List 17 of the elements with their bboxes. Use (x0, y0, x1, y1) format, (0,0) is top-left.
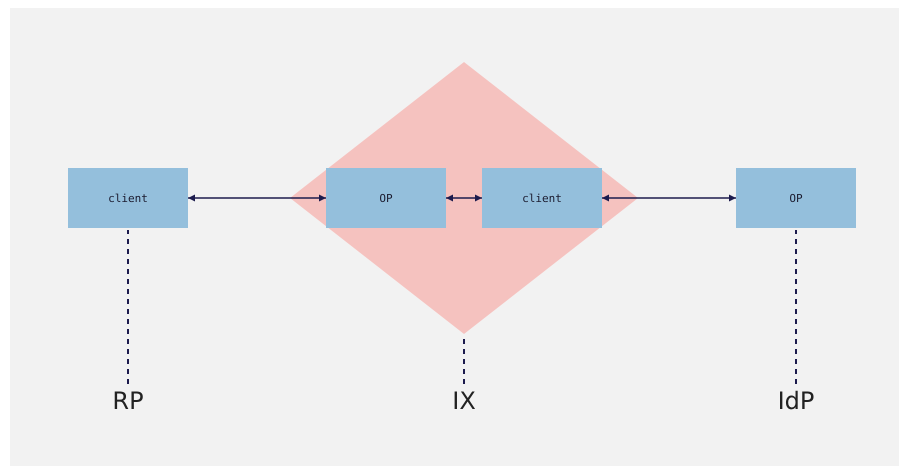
component-name: client (522, 192, 562, 204)
component-box (482, 168, 602, 228)
double-arrow (188, 194, 326, 202)
leader-line (795, 230, 797, 384)
tier-label: IdP (766, 386, 826, 416)
leader-line (127, 230, 129, 384)
component-box (736, 168, 856, 228)
tier-label: IX (434, 386, 494, 416)
component-box (68, 168, 188, 228)
component-name: OP (379, 192, 393, 204)
component-name: OP (789, 192, 803, 204)
double-arrow (446, 194, 482, 202)
leader-line (463, 336, 465, 384)
double-arrow (602, 194, 736, 202)
component-box (326, 168, 446, 228)
component-name: client (108, 192, 148, 204)
tier-label: RP (98, 386, 158, 416)
